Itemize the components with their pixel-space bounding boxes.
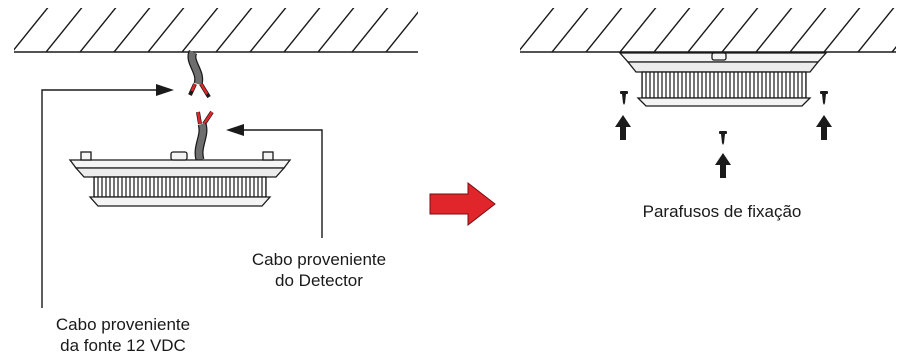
detector-cable-label-line1: Cabo proveniente	[251, 250, 387, 269]
supply-cable-leader	[41, 84, 174, 308]
fixing-screws-label: Parafusos de fixação	[606, 201, 838, 222]
transition-arrow	[429, 181, 496, 227]
supply-cable-label-line1: Cabo proveniente	[55, 315, 191, 334]
ceiling-left	[14, 8, 418, 53]
fixing-screws-label-text: Parafusos de fixação	[642, 202, 802, 221]
up-arrow-center	[715, 153, 731, 178]
smoke-detector-left	[68, 151, 292, 207]
supply-cable-label: Cabo proveniente da fonte 12 VDC	[16, 314, 230, 356]
ceiling-right	[520, 8, 896, 53]
detector-wire	[194, 110, 214, 162]
smoke-detector-mounted	[618, 52, 828, 107]
detector-cable-label-line2: do Detector	[275, 271, 363, 290]
detector-cable-label: Cabo proveniente do Detector	[212, 249, 426, 291]
supply-wire	[187, 49, 211, 99]
screw-center	[719, 131, 727, 145]
up-arrow-left	[615, 115, 631, 140]
screw-right	[820, 91, 828, 105]
detector-cable-leader	[226, 124, 323, 238]
screw-left	[620, 91, 628, 105]
up-arrow-right	[816, 115, 832, 140]
supply-cable-label-line2: da fonte 12 VDC	[60, 336, 186, 355]
